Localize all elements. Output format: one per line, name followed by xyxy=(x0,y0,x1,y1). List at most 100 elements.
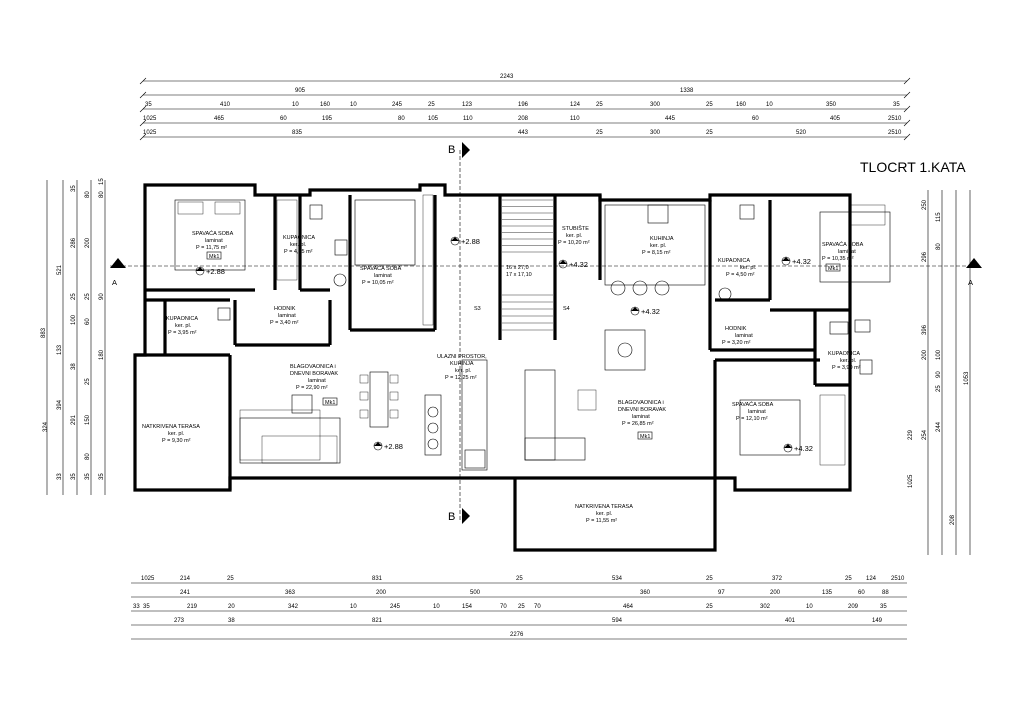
room-floor: laminat xyxy=(838,249,856,255)
room-area: P = 3,95 m² xyxy=(168,330,197,336)
dim-right: 115 xyxy=(936,212,942,222)
dim-right: 254 xyxy=(922,429,928,440)
dim-bottom-r3: 25 xyxy=(518,604,525,610)
room-name-2: DNEVNI BORAVAK xyxy=(618,407,666,413)
dim-top-r4: 465 xyxy=(214,116,225,122)
walls xyxy=(133,183,852,552)
room-name: SPAVAĆA SOBA xyxy=(192,230,234,237)
dim-bottom-r3: 10 xyxy=(806,604,813,610)
dim-bottom-r3: 209 xyxy=(848,604,859,610)
dim-top-r5: 1025 xyxy=(143,130,157,136)
room-floor: ker. pl. xyxy=(168,431,185,437)
dim-left: 286 xyxy=(71,237,77,248)
dim-left: 80 xyxy=(99,191,105,198)
dim-left: 35 xyxy=(71,185,77,192)
dim-tick xyxy=(903,105,911,113)
room-labels: SPAVAĆA SOBA laminat P = 11,75 m² Mk1 KU… xyxy=(142,225,864,524)
dim-right: 1053 xyxy=(964,371,970,385)
room-floor: laminat xyxy=(205,238,223,244)
right-dimension-chains: 1053 250 115 296 80 396 200 100 90 25 22… xyxy=(908,190,971,555)
dim-bottom-r1: 1025 xyxy=(141,576,155,582)
room-floor: ker. pl. xyxy=(650,243,667,249)
dim-bottom-r3: 20 xyxy=(228,604,235,610)
room-name: HODNIK xyxy=(725,326,747,332)
room-floor: laminat xyxy=(374,273,392,279)
dim-top-r5: 520 xyxy=(796,130,807,136)
room-code: Mk1 xyxy=(325,400,335,406)
dim-right: 229 xyxy=(908,429,914,440)
dim-top-r5: 300 xyxy=(650,130,661,136)
dim-bottom-r3: 35 xyxy=(880,604,887,610)
room-name: ULAZNI PROSTOR, xyxy=(437,354,487,360)
room-area: P = 11,55 m² xyxy=(586,518,617,524)
dim-left: 324 xyxy=(43,421,49,432)
dim-top-r5: 835 xyxy=(292,130,303,136)
dim-bottom-r1: 124 xyxy=(866,576,877,582)
room-area: P = 22,90 m² xyxy=(296,385,328,391)
stair-name-s4: S4 xyxy=(563,306,570,312)
dim-bottom-r1: 214 xyxy=(180,576,191,582)
dim-top-r4: 110 xyxy=(463,116,473,122)
dim-left: 33 xyxy=(57,473,63,480)
dim-top-r5: 443 xyxy=(518,130,529,136)
dim-top-r4: 60 xyxy=(752,116,759,122)
dim-bottom-total: 2276 xyxy=(510,632,524,638)
dim-bottom-r1: 25 xyxy=(516,576,523,582)
dim-left: 883 xyxy=(41,327,47,338)
dim-right: 100 xyxy=(936,349,942,360)
level-value: +2.88 xyxy=(461,237,480,246)
dim-left: 60 xyxy=(85,318,91,325)
dim-left: 38 xyxy=(71,363,77,370)
dim-left: 291 xyxy=(71,414,77,425)
room-floor: ker. pl. xyxy=(455,368,472,374)
room-name: BLAGOVAONICA i xyxy=(290,364,336,370)
dim-bottom-r1: 25 xyxy=(706,576,713,582)
room-area: P = 9,30 m² xyxy=(162,438,191,444)
dim-right: 25 xyxy=(936,385,942,392)
bottom-dimension-chains: 1025 214 25 831 25 534 25 372 25 124 251… xyxy=(131,576,907,640)
dim-top-1338: 1338 xyxy=(680,88,694,94)
room-area: P = 4,50 m² xyxy=(726,272,755,278)
dim-left: 25 xyxy=(85,378,91,385)
dim-top-r3: 160 xyxy=(320,102,331,108)
level-marker: +2.88 xyxy=(373,441,403,451)
level-marker: +4.32 xyxy=(783,443,813,453)
level-value: +4.32 xyxy=(794,444,813,453)
room-area: P = 4,35 m² xyxy=(284,249,313,255)
dim-left: 521 xyxy=(57,264,63,275)
dim-top-r4: 208 xyxy=(518,116,529,122)
dim-bottom-r4: 594 xyxy=(612,618,623,624)
top-dimension-chains: 2243 905 1338 35 410 10 160 10 245 25 12… xyxy=(139,74,911,141)
dim-bottom-r3: 245 xyxy=(390,604,401,610)
dim-top-r3: 123 xyxy=(462,102,473,108)
dim-tick xyxy=(139,133,147,141)
room-name-2: KUHINJA xyxy=(450,361,474,367)
dim-top-r3: 410 xyxy=(220,102,231,108)
dim-tick xyxy=(903,77,911,85)
room-floor: laminat xyxy=(632,414,650,420)
level-marker: +4.32 xyxy=(781,256,811,266)
room-name: SPAVAĆA SOBA xyxy=(360,265,402,272)
dim-tick xyxy=(139,91,147,99)
dim-left: 25 xyxy=(85,293,91,300)
dim-left: 80 xyxy=(85,191,91,198)
room-floor: ker. pl. xyxy=(175,323,192,329)
section-b-top-label: B xyxy=(448,144,455,156)
dim-tick xyxy=(903,133,911,141)
dim-left: 35 xyxy=(71,473,77,480)
room-name: KUPAONICA xyxy=(828,351,860,357)
dim-top-r3: 10 xyxy=(292,102,299,108)
dim-right: 1025 xyxy=(908,474,914,488)
dim-top-r3: 350 xyxy=(826,102,837,108)
dim-bottom-r4: 273 xyxy=(174,618,185,624)
dim-bottom-r3: 464 xyxy=(623,604,634,610)
dim-top-r4: 405 xyxy=(830,116,841,122)
room-floor: ker. pl. xyxy=(566,233,583,239)
room-floor: laminat xyxy=(748,409,766,415)
dim-top-r4: 445 xyxy=(665,116,676,122)
room-name-2: DNEVNI BORAVAK xyxy=(290,371,338,377)
dim-top-r3: 25 xyxy=(596,102,603,108)
level-marker: +2.88 xyxy=(450,236,480,246)
level-value: +4.32 xyxy=(792,257,811,266)
